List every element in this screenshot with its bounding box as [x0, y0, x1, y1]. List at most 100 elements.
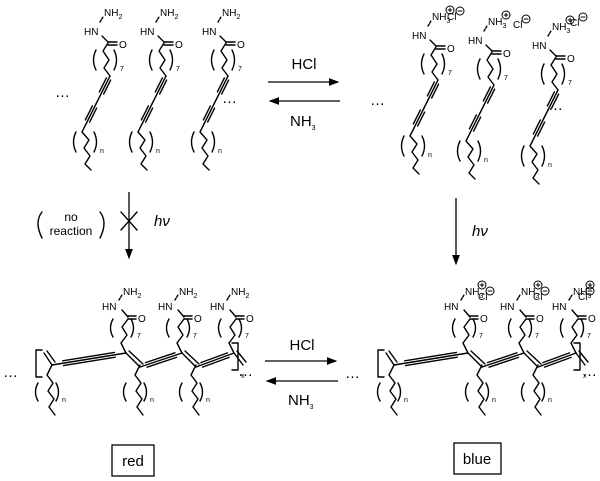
spacer-repeat: 7	[476, 58, 508, 82]
spacer-chain	[102, 42, 111, 77]
repeat-count: n	[404, 397, 408, 404]
positive-charge-icon	[533, 280, 543, 290]
spacer-repeat: 7	[540, 63, 572, 87]
triple-bond	[537, 352, 577, 368]
tail-repeat: n	[34, 382, 66, 404]
alkyl-tail	[476, 364, 486, 416]
repeat-count: 7	[535, 333, 539, 340]
tail-repeat: n	[520, 382, 552, 404]
alkyl-tail	[529, 137, 540, 185]
bottom-reverse-reagent: NH3	[288, 392, 314, 411]
double-bond	[467, 352, 483, 368]
right-hv-label: hν	[472, 223, 488, 240]
ellipsis-left: …	[370, 92, 385, 109]
chloride-ion: Cl	[570, 18, 579, 29]
triple-bond	[51, 351, 127, 367]
alkyl-tail	[199, 123, 210, 171]
red-label-box: red	[111, 444, 155, 477]
hydrazide-nh: HN	[158, 302, 172, 313]
double-bond	[125, 352, 141, 368]
repeat-count: 7	[504, 75, 508, 82]
tail-repeat: n	[122, 382, 154, 404]
spacer-repeat: 7	[148, 49, 180, 73]
side-chain-tail: n	[520, 364, 552, 416]
spacer-chain	[462, 318, 471, 354]
carbonyl-oxygen: O	[138, 314, 146, 325]
paren-left	[37, 211, 43, 239]
alkyl-tail	[190, 364, 200, 416]
amine-group: NH2	[222, 8, 240, 21]
top-equilibrium-arrows: HCl NH3	[268, 56, 340, 132]
chloride-ion: Cl	[513, 20, 522, 31]
hydrazide-nh: HN	[412, 31, 426, 42]
side-chain-tail: n	[34, 364, 66, 416]
alkyl-tail	[134, 364, 144, 416]
amine-group: NH2	[231, 287, 249, 300]
triple-bond	[202, 103, 216, 125]
alkyl-tail	[409, 127, 420, 175]
ellipsis-left: …	[345, 365, 360, 382]
negative-charge-icon	[540, 286, 550, 296]
triple-bond	[140, 103, 154, 125]
tail-repeat: n	[456, 140, 488, 164]
hydrazide-nh: HN	[84, 27, 98, 38]
bracket-right	[231, 342, 239, 371]
blue-label: blue	[463, 451, 491, 468]
negative-charge-icon	[585, 286, 595, 296]
triple-bond	[139, 352, 183, 368]
spacer-chain	[430, 46, 439, 81]
bracket-right	[573, 342, 581, 371]
alkyl-tail	[388, 364, 398, 416]
carbonyl-oxygen: O	[119, 40, 127, 51]
repeat-count: n	[150, 397, 154, 404]
repeat-count: n	[548, 397, 552, 404]
repeat-subscript: x	[241, 373, 245, 380]
repeat-count: 7	[120, 66, 124, 73]
triple-bond	[426, 79, 440, 101]
neutral-monomer-assembly: NH2HNO7nNH2HNO7nNH2HNO7n……	[55, 8, 245, 171]
spacer-chain	[570, 318, 579, 354]
tail-repeat: n	[190, 131, 222, 155]
tail-repeat: n	[520, 145, 552, 169]
tail-repeat: n	[72, 131, 104, 155]
amine-group: NH3	[573, 287, 591, 300]
triple-bond	[216, 75, 230, 97]
amine-group: NH2	[160, 8, 178, 21]
chloride-ion: Cl	[478, 292, 487, 303]
side-chain-tail: n	[376, 364, 408, 416]
triple-bond	[154, 75, 168, 97]
alkyl-tail	[137, 123, 148, 171]
spacer-repeat: 7	[451, 318, 483, 340]
repeat-count: 7	[245, 333, 249, 340]
spacer-chain	[220, 42, 229, 77]
triple-bond	[546, 89, 560, 111]
negative-charge-icon	[455, 6, 465, 16]
tail-repeat: n	[376, 382, 408, 404]
double-bond	[523, 352, 539, 368]
left-hv-label: hν	[154, 213, 170, 230]
ellipsis-right: …	[238, 363, 253, 380]
alkyl-tail	[81, 123, 92, 171]
spacer-repeat: 7	[109, 318, 141, 340]
left-photolysis-arrow: hν no reaction	[37, 192, 170, 260]
bracket-left	[35, 349, 43, 378]
tail-repeat: n	[400, 135, 432, 159]
repeat-count: n	[156, 148, 160, 155]
amine-group: NH2	[104, 8, 122, 21]
side-chain-tail: n	[122, 364, 154, 416]
spacer-repeat: 7	[559, 318, 591, 340]
repeat-count: 7	[238, 66, 242, 73]
double-bond	[181, 352, 197, 368]
hydrazide-nh: HN	[102, 302, 116, 313]
triple-bond	[481, 352, 525, 368]
hydrazide-nh: HN	[140, 27, 154, 38]
